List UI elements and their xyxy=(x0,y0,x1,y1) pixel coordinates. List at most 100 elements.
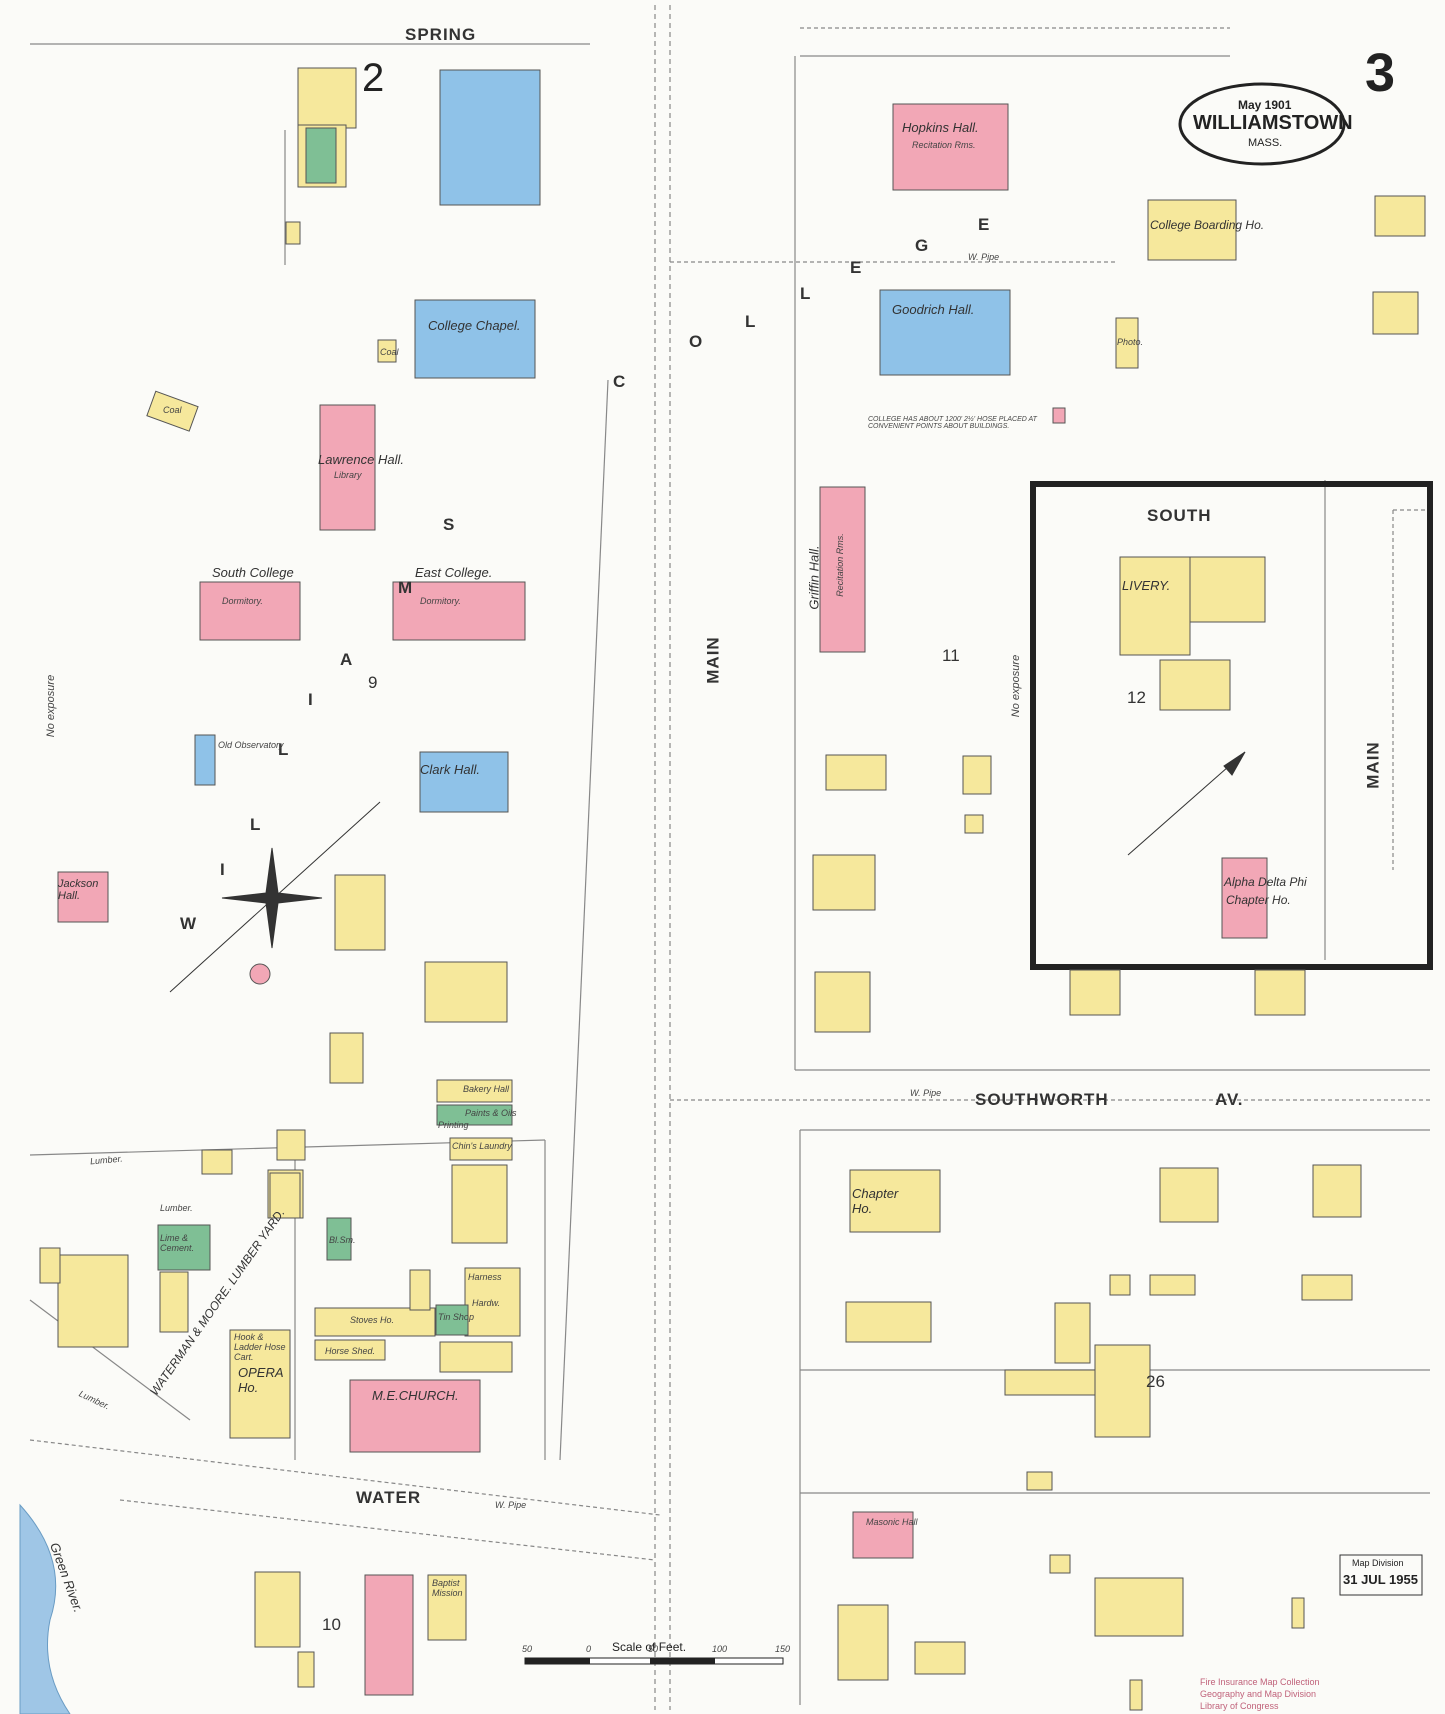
williams-letter: S xyxy=(443,515,456,534)
griffin-hall-sub: Recitation Rms. xyxy=(834,533,845,597)
williams-letter: I xyxy=(308,690,314,709)
street-spring: SPRING xyxy=(405,25,477,44)
coal-label: Coal xyxy=(380,347,399,357)
south-college-label: South College xyxy=(212,565,294,580)
green-buildings xyxy=(157,127,513,1336)
block-number: 12 xyxy=(1127,688,1146,707)
sheet-number: 3 xyxy=(1365,43,1396,103)
williams-letter: A xyxy=(340,650,354,669)
scale-label: Scale of Feet. xyxy=(612,1640,687,1654)
scale-tick: 0 xyxy=(586,1644,592,1654)
tin-shop-label: Tin Shop xyxy=(438,1312,474,1322)
paints-label: Paints & Oils xyxy=(465,1108,517,1118)
college-letter: L xyxy=(745,312,757,331)
block-12-border xyxy=(1030,481,1433,970)
hopkins-hall-label: Hopkins Hall. xyxy=(902,120,979,135)
college-letter: E xyxy=(850,258,863,277)
griffin-hall-label: Griffin Hall. xyxy=(806,545,822,610)
hopkins-hall-sub: Recitation Rms. xyxy=(912,140,976,150)
lumber-label: Lumber. xyxy=(160,1203,193,1213)
brick-buildings xyxy=(57,103,1268,1696)
scale-tick: 50 xyxy=(522,1644,533,1654)
williams-letter: L xyxy=(278,740,290,759)
hardw-label: Hardw. xyxy=(472,1298,501,1308)
compass-rose xyxy=(169,801,381,993)
lime-cement-label: Lime & Cement. xyxy=(160,1233,195,1253)
scale-bar xyxy=(524,1657,784,1665)
street-lines xyxy=(29,5,1430,1710)
block-number: 26 xyxy=(1146,1372,1165,1391)
water-pipe-note: W. Pipe xyxy=(495,1500,527,1510)
old-observatory-label: Old Observatory xyxy=(218,740,284,750)
scale-tick: 50 xyxy=(648,1644,659,1654)
credit-line: Geography and Map Division xyxy=(1200,1689,1317,1699)
exposure-note: No exposure xyxy=(1010,654,1023,718)
east-college-label: East College. xyxy=(415,565,493,580)
street-water: WATER xyxy=(356,1488,422,1507)
college-letter: O xyxy=(689,332,704,351)
water-pipe-note: W. Pipe xyxy=(910,1088,942,1098)
chapter-ho-label: Chapter Ho. xyxy=(1226,893,1291,907)
harness-label: Harness xyxy=(468,1272,502,1282)
livery-label: LIVERY. xyxy=(1122,578,1171,593)
state-name: MASS. xyxy=(1248,137,1283,149)
williams-letter: L xyxy=(250,815,262,834)
street-southworth: SOUTHWORTH xyxy=(975,1090,1109,1109)
college-boarding-label: College Boarding Ho. xyxy=(1150,218,1265,232)
street-av: AV. xyxy=(1215,1090,1244,1109)
stamp-line: Map Division xyxy=(1352,1558,1404,1568)
green-river xyxy=(19,1503,71,1714)
water-pipe-note: W. Pipe xyxy=(968,252,1000,262)
jackson-hall-label: Jackson Hall. xyxy=(58,878,99,902)
coal-label: Coal xyxy=(163,405,182,415)
stoves-label: Stoves Ho. xyxy=(350,1315,395,1325)
north-arrow xyxy=(1127,751,1246,856)
exposure-note: No exposure xyxy=(45,674,58,738)
alpha-delta-label: Alpha Delta Phi xyxy=(1224,875,1307,889)
credit-line: Library of Congress xyxy=(1200,1701,1279,1711)
frame-buildings xyxy=(39,67,1426,1711)
dormitory-label: Dormitory. xyxy=(222,596,263,606)
plate-number: 2 xyxy=(362,56,385,100)
stone-buildings xyxy=(194,69,1011,813)
street-main-west: MAIN xyxy=(703,636,723,684)
street-main-east: MAIN xyxy=(1363,741,1383,789)
town-name: WILLIAMSTOWN xyxy=(1193,112,1353,134)
scale-tick: 100 xyxy=(712,1644,728,1654)
horse-shed-label: Horse Shed. xyxy=(325,1346,376,1356)
title-ellipse xyxy=(1178,82,1346,166)
blacksmith-label: Bl.Sm. xyxy=(329,1235,356,1245)
block-number: 11 xyxy=(942,646,960,665)
chapter-ho-label-2: Chapter Ho. xyxy=(852,1186,899,1216)
williams-letter: I xyxy=(220,860,226,879)
lawrence-hall-label: Lawrence Hall. xyxy=(318,452,404,467)
block-number: 10 xyxy=(322,1615,341,1634)
sheet-date: May 1901 xyxy=(1238,98,1292,112)
opera-ho-label: OPERA Ho. xyxy=(238,1365,284,1395)
credit-line: Fire Insurance Map Collection xyxy=(1200,1677,1320,1687)
dormitory-label: Dormitory. xyxy=(420,596,461,606)
photo-label: Photo. xyxy=(1117,337,1144,347)
college-letter: C xyxy=(613,372,627,391)
scale-tick: 150 xyxy=(775,1644,791,1654)
college-letter: L xyxy=(800,284,812,303)
lawrence-hall-sub: Library xyxy=(334,470,362,480)
stamp-line: 31 JUL 1955 xyxy=(1343,1572,1418,1587)
college-chapel-label: College Chapel. xyxy=(428,318,521,333)
chin-laundry-label: Chin's Laundry xyxy=(452,1141,512,1151)
me-church-label: M.E.CHURCH. xyxy=(372,1388,459,1403)
college-letter: E xyxy=(978,215,991,234)
baptist-mission-label: Baptist Mission xyxy=(432,1578,463,1598)
williams-letter: W xyxy=(180,914,198,933)
masonic-hall-label: Masonic Hall xyxy=(866,1517,918,1527)
street-south: SOUTH xyxy=(1147,506,1212,525)
printing-label: Printing xyxy=(438,1120,469,1130)
college-letter: G xyxy=(915,236,930,255)
goodrich-hall-label: Goodrich Hall. xyxy=(892,302,975,317)
williams-letter: M xyxy=(398,578,414,597)
block-number: 9 xyxy=(368,673,378,692)
bakery-label: Bakery Hall xyxy=(463,1084,510,1094)
stamp-box xyxy=(1339,1554,1423,1596)
hook-ladder-label: Hook & Ladder Hose Cart. xyxy=(234,1332,286,1362)
